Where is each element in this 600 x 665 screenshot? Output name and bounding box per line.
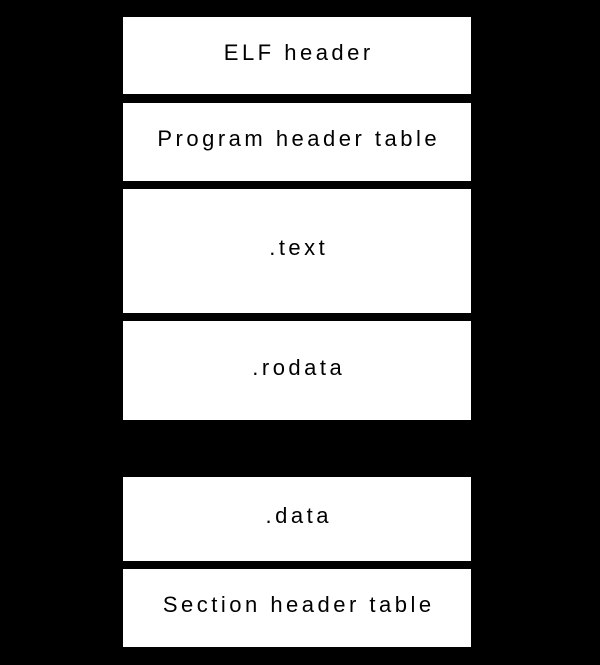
text-section-box: .text [121, 187, 473, 315]
elf-header-box: ELF header [121, 15, 473, 96]
text-section-label: .text [269, 235, 329, 260]
section-header-table-label: Section header table [162, 592, 435, 617]
data-section-box: .data [121, 475, 473, 563]
program-header-table-label: Program header table [157, 126, 441, 151]
program-header-table-box: Program header table [121, 101, 473, 183]
rodata-section-box: .rodata [121, 319, 473, 422]
elf-header-label: ELF header [223, 39, 374, 65]
rodata-section-label: .rodata [252, 354, 346, 380]
section-header-table-box: Section header table [121, 567, 473, 649]
data-section-label: .data [265, 503, 332, 528]
